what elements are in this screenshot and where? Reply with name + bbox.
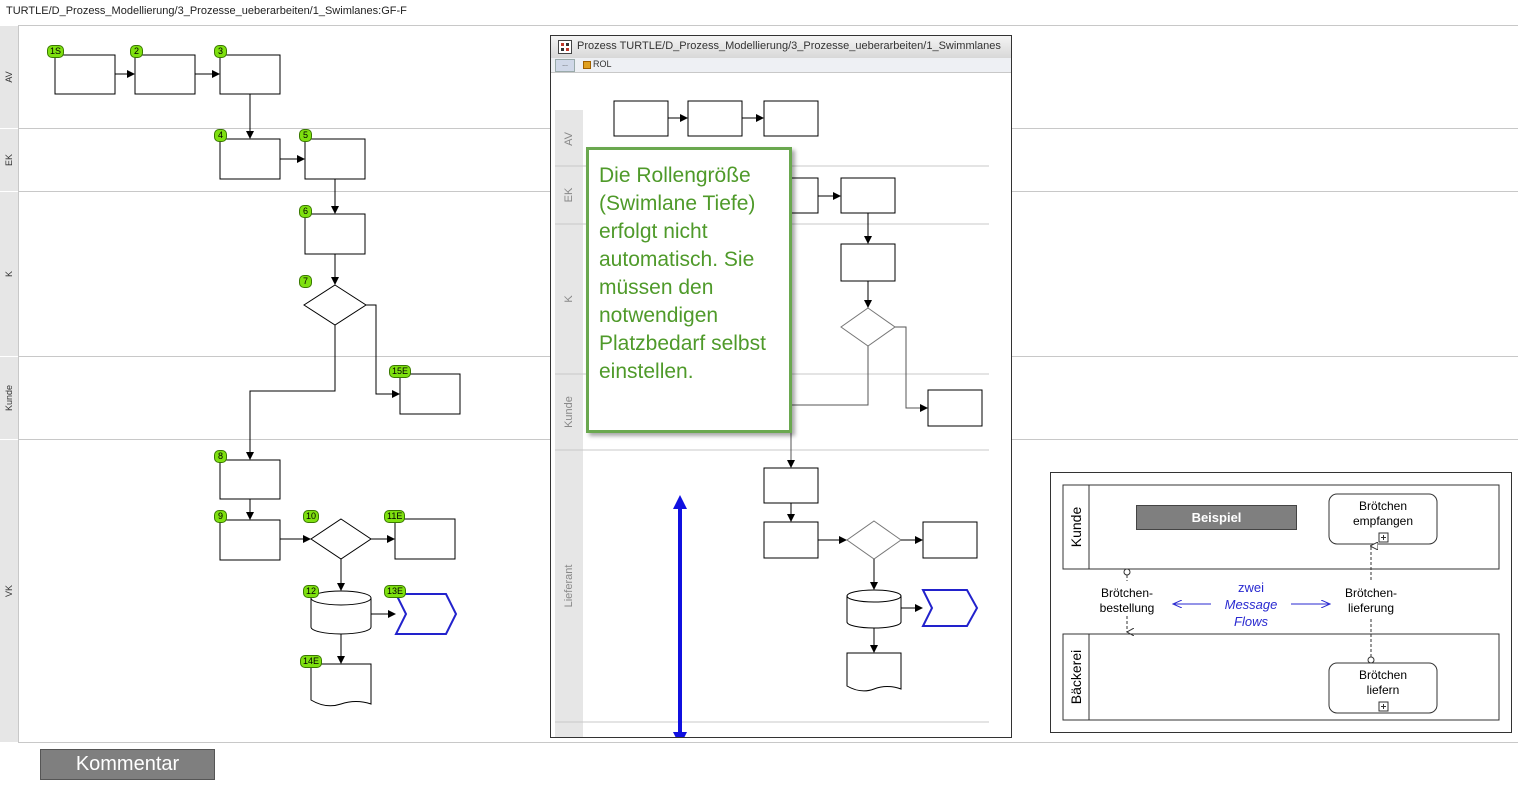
gateway-10[interactable] xyxy=(310,518,372,560)
example-svg xyxy=(1062,484,1500,721)
inset-task xyxy=(613,100,669,137)
task-broetchen-empfangen[interactable] xyxy=(1328,493,1438,545)
document-14e[interactable] xyxy=(310,663,372,707)
step-badge: 9 xyxy=(214,510,227,523)
expand-icon[interactable]: ... xyxy=(555,59,575,72)
database-12[interactable] xyxy=(310,598,372,635)
kommentar-button[interactable]: Kommentar xyxy=(40,749,215,780)
step-badge: 14E xyxy=(300,655,323,668)
pool-label-baeckerei: Bäckerei xyxy=(1068,649,1084,705)
inset-lane-label: K xyxy=(563,295,575,303)
inset-task xyxy=(763,521,819,559)
inset-flow xyxy=(895,326,928,412)
lane-label-vk[interactable]: VK xyxy=(0,440,19,743)
inset-interface xyxy=(921,589,979,627)
step-badge: 2 xyxy=(130,45,143,58)
lane-label-kunde[interactable]: Kunde xyxy=(0,357,19,440)
inset-lane-label: EK xyxy=(563,187,575,203)
database-12-top xyxy=(310,590,372,606)
inset-task xyxy=(922,521,978,559)
task-3[interactable] xyxy=(219,54,281,95)
inset-window-title: Prozess TURTLE/D_Prozess_Modellierung/3_… xyxy=(577,40,1001,52)
task-11e[interactable] xyxy=(394,518,456,560)
inset-toolbar-label: ROL xyxy=(593,59,612,69)
step-badge: 1S xyxy=(47,45,65,58)
flow xyxy=(246,325,336,460)
step-badge: 13E xyxy=(384,585,407,598)
lane-divider xyxy=(18,25,1518,26)
inset-database-top xyxy=(846,589,902,603)
inset-task xyxy=(687,100,743,137)
role-icon xyxy=(583,61,591,69)
task-broetchen-liefern[interactable] xyxy=(1328,662,1438,714)
inset-task xyxy=(763,100,819,137)
step-badge: 7 xyxy=(299,275,312,288)
task-2[interactable] xyxy=(134,54,196,95)
inset-lane-column xyxy=(555,110,583,737)
inset-lane-label: Lieferant xyxy=(563,564,575,608)
task-1s[interactable] xyxy=(54,54,116,95)
inset-task xyxy=(840,243,896,282)
task-4[interactable] xyxy=(219,138,281,180)
label-broetchen-lieferung: Brötchen-lieferung xyxy=(1344,586,1398,615)
annotation-note: Die Rollengröße (Swimlane Tiefe) erfolgt… xyxy=(586,147,792,433)
gateway-7[interactable] xyxy=(303,284,367,326)
label-message-flows: zwei Message Flows xyxy=(1224,580,1278,629)
lane-label-ek[interactable]: EK xyxy=(0,129,19,192)
lane-label-k[interactable]: K xyxy=(0,192,19,357)
interface-13e[interactable] xyxy=(394,593,458,635)
inset-diagram xyxy=(555,100,989,737)
task-15e[interactable] xyxy=(399,373,461,415)
step-badge: 11E xyxy=(384,510,406,523)
inset-lane-label: AV xyxy=(563,132,575,146)
inset-task xyxy=(840,177,896,214)
step-badge: 6 xyxy=(299,205,312,218)
inset-lane-label: Kunde xyxy=(563,396,575,428)
step-badge: 15E xyxy=(389,365,412,378)
lane-label-av[interactable]: AV xyxy=(0,26,19,129)
inset-gateway xyxy=(846,520,902,560)
step-badge: 4 xyxy=(214,129,227,142)
task-6[interactable] xyxy=(304,213,366,255)
step-badge: 10 xyxy=(303,510,320,523)
task-5[interactable] xyxy=(304,138,366,180)
inset-gateway xyxy=(840,307,896,347)
beispiel-button[interactable]: Beispiel xyxy=(1136,505,1297,530)
process-path-title: TURTLE/D_Prozess_Modellierung/3_Prozesse… xyxy=(6,5,407,17)
step-badge: 8 xyxy=(214,450,227,463)
inset-task xyxy=(927,389,983,427)
step-badge: 5 xyxy=(299,129,312,142)
inset-flow xyxy=(787,346,869,468)
pool-label-kunde: Kunde xyxy=(1068,506,1084,548)
task-9[interactable] xyxy=(219,519,281,561)
task-8[interactable] xyxy=(219,459,281,500)
inset-toolbar: ... ROL xyxy=(551,58,1011,73)
step-badge: 3 xyxy=(214,45,227,58)
inset-titlebar: Prozess TURTLE/D_Prozess_Modellierung/3_… xyxy=(551,36,1011,59)
inset-task xyxy=(763,467,819,504)
inset-document xyxy=(846,652,902,692)
flow xyxy=(366,304,400,398)
lane-divider xyxy=(18,742,1518,743)
label-broetchen-bestellung: Brötchen-bestellung xyxy=(1099,586,1155,615)
window-icon xyxy=(558,40,572,54)
step-badge: 12 xyxy=(303,585,320,598)
